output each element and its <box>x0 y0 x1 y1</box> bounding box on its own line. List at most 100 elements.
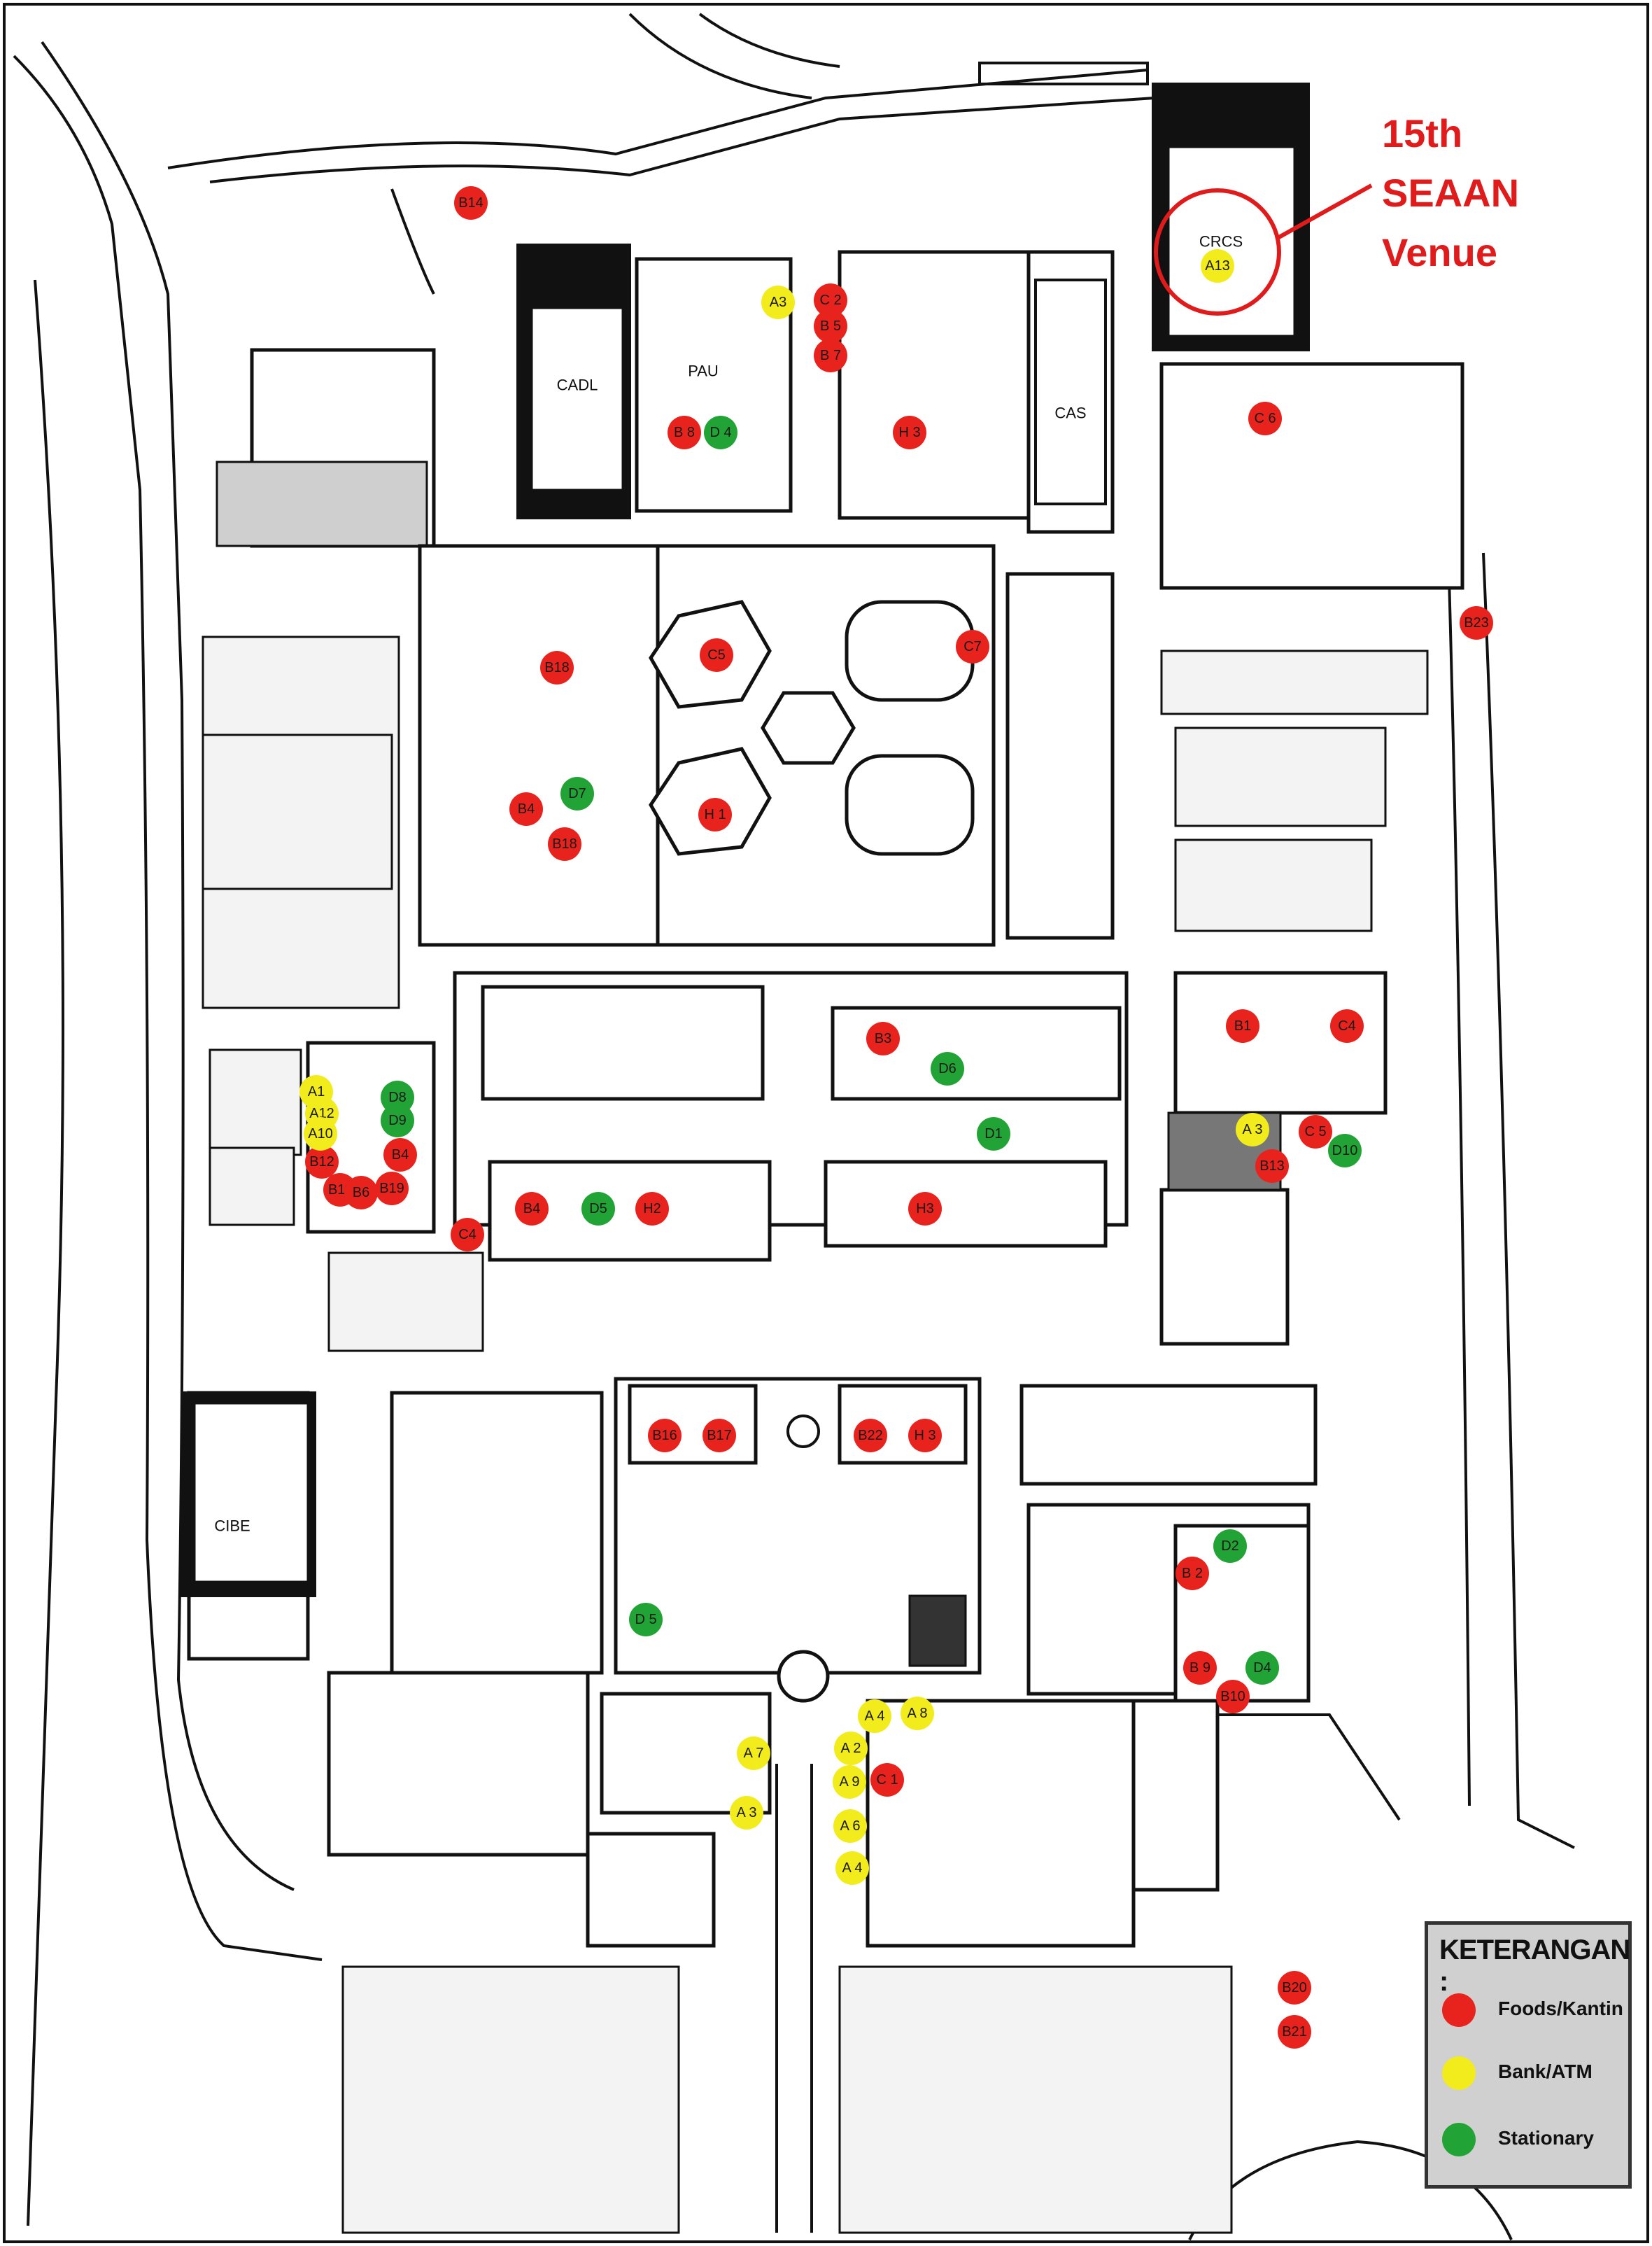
food-marker-dot <box>703 1419 736 1452</box>
food-marker: B 7 <box>814 339 847 372</box>
food-marker-dot <box>451 1218 484 1251</box>
food-marker: B 5 <box>814 309 847 343</box>
venue-line-3: Venue <box>1382 230 1497 274</box>
stationary-marker: D10 <box>1328 1134 1362 1167</box>
food-marker-dot <box>540 651 574 685</box>
stationary-marker-dot <box>704 416 737 449</box>
bank-marker: A3 <box>761 286 795 319</box>
food-marker-dot <box>305 1145 339 1179</box>
food-marker-label: B6 <box>353 1185 369 1200</box>
food-marker-dot <box>383 1138 417 1172</box>
food-marker-dot <box>1299 1115 1332 1149</box>
stationary-marker: D8 <box>381 1081 414 1114</box>
bank-marker-label: A 2 <box>841 1741 861 1756</box>
food-marker-dot <box>344 1176 378 1209</box>
food-marker-dot <box>1278 1971 1311 2005</box>
food-marker: B4 <box>515 1192 549 1226</box>
food-marker: H3 <box>908 1192 942 1226</box>
stationary-marker-label: D1 <box>984 1126 1003 1142</box>
bank-marker-dot <box>833 1765 866 1799</box>
bank-marker-label: A13 <box>1205 258 1230 274</box>
food-marker: B12 <box>305 1145 339 1179</box>
bank-marker-dot <box>901 1697 934 1730</box>
stationary-marker: D7 <box>560 777 594 810</box>
stationary-marker-label: D4 <box>1253 1660 1271 1676</box>
food-marker-label: B 5 <box>820 318 841 334</box>
legend-item-foods: Foods/Kantin <box>1442 1988 1624 2037</box>
food-marker: B17 <box>703 1419 736 1452</box>
stationary-marker: D5 <box>581 1192 615 1226</box>
food-marker-dot <box>548 827 581 861</box>
food-marker-dot <box>814 283 847 317</box>
food-marker: C7 <box>956 630 989 664</box>
food-marker: B19 <box>375 1172 409 1205</box>
stationary-marker-dot <box>1213 1529 1247 1563</box>
bank-marker-dot <box>761 286 795 319</box>
food-marker-dot <box>870 1763 904 1797</box>
food-marker-dot <box>1460 606 1493 640</box>
food-marker-label: B17 <box>707 1428 732 1443</box>
stationary-marker-dot <box>1245 1651 1279 1685</box>
bank-marker-dot <box>737 1736 770 1770</box>
food-marker-label: B4 <box>518 801 535 817</box>
food-marker-label: B13 <box>1259 1158 1285 1174</box>
bank-marker-dot <box>833 1809 867 1843</box>
building-label-cadl: CADL <box>557 377 598 394</box>
venue-line-2: SEAAN <box>1382 171 1519 215</box>
legend-label-stationary: Stationary <box>1498 2127 1594 2149</box>
food-marker: C4 <box>451 1218 484 1251</box>
food-marker-dot <box>454 186 488 220</box>
food-marker-dot <box>635 1192 669 1226</box>
food-marker-label: H2 <box>643 1201 661 1216</box>
food-marker-label: C5 <box>707 647 726 663</box>
bank-marker-label: A 4 <box>865 1708 885 1724</box>
food-marker-label: H3 <box>916 1201 934 1216</box>
food-marker-label: B16 <box>652 1428 677 1443</box>
food-marker: B23 <box>1460 606 1493 640</box>
food-marker: B18 <box>548 827 581 861</box>
food-marker: B4 <box>509 792 543 826</box>
bank-marker-dot <box>835 1851 869 1885</box>
food-marker-dot <box>908 1192 942 1226</box>
open-areas <box>202 636 1429 2234</box>
bank-marker: A 9 <box>833 1765 866 1799</box>
stationary-marker-label: D 5 <box>635 1612 656 1627</box>
food-marker-dot <box>1216 1680 1250 1713</box>
bank-marker-label: A 7 <box>744 1746 764 1761</box>
stationary-marker-label: D9 <box>388 1113 407 1128</box>
bank-marker-label: A1 <box>308 1084 325 1100</box>
venue-line-1: 15th <box>1382 111 1462 155</box>
food-marker-label: H 3 <box>914 1428 936 1443</box>
building-label-crcs: CRCS <box>1199 233 1243 251</box>
legend-label-foods: Foods/Kantin <box>1498 1998 1623 2019</box>
food-marker-dot <box>814 339 847 372</box>
venue-circle <box>1154 188 1281 316</box>
food-marker-label: B22 <box>858 1428 883 1443</box>
food-marker: B22 <box>854 1419 887 1452</box>
food-marker: B 9 <box>1183 1651 1217 1685</box>
food-marker-label: B 2 <box>1182 1566 1203 1581</box>
bank-marker: A 2 <box>834 1732 868 1765</box>
bank-marker-label: A 6 <box>840 1818 861 1834</box>
food-marker-label: B3 <box>875 1031 891 1046</box>
food-marker-dot <box>515 1192 549 1226</box>
food-dot-icon <box>1442 1993 1476 2027</box>
food-marker-label: B19 <box>379 1181 404 1196</box>
food-marker-dot <box>1330 1009 1364 1043</box>
bank-marker: A 7 <box>737 1736 770 1770</box>
food-marker-label: B10 <box>1220 1689 1245 1704</box>
bank-marker-dot <box>304 1117 337 1151</box>
food-marker-dot <box>700 638 733 672</box>
bank-marker-label: A 9 <box>840 1774 860 1790</box>
legend-title: KETERANGAN : <box>1439 1935 1630 1997</box>
food-marker-label: B 7 <box>820 348 841 363</box>
stationary-dot-icon <box>1442 2123 1476 2156</box>
food-marker-dot <box>1248 402 1282 435</box>
stationary-marker-label: D 4 <box>709 425 731 440</box>
stationary-marker-label: D6 <box>938 1061 956 1076</box>
building-label-cibe: CIBE <box>214 1517 250 1535</box>
food-marker-dot <box>1278 2015 1311 2049</box>
food-marker: B1 <box>1226 1009 1259 1043</box>
